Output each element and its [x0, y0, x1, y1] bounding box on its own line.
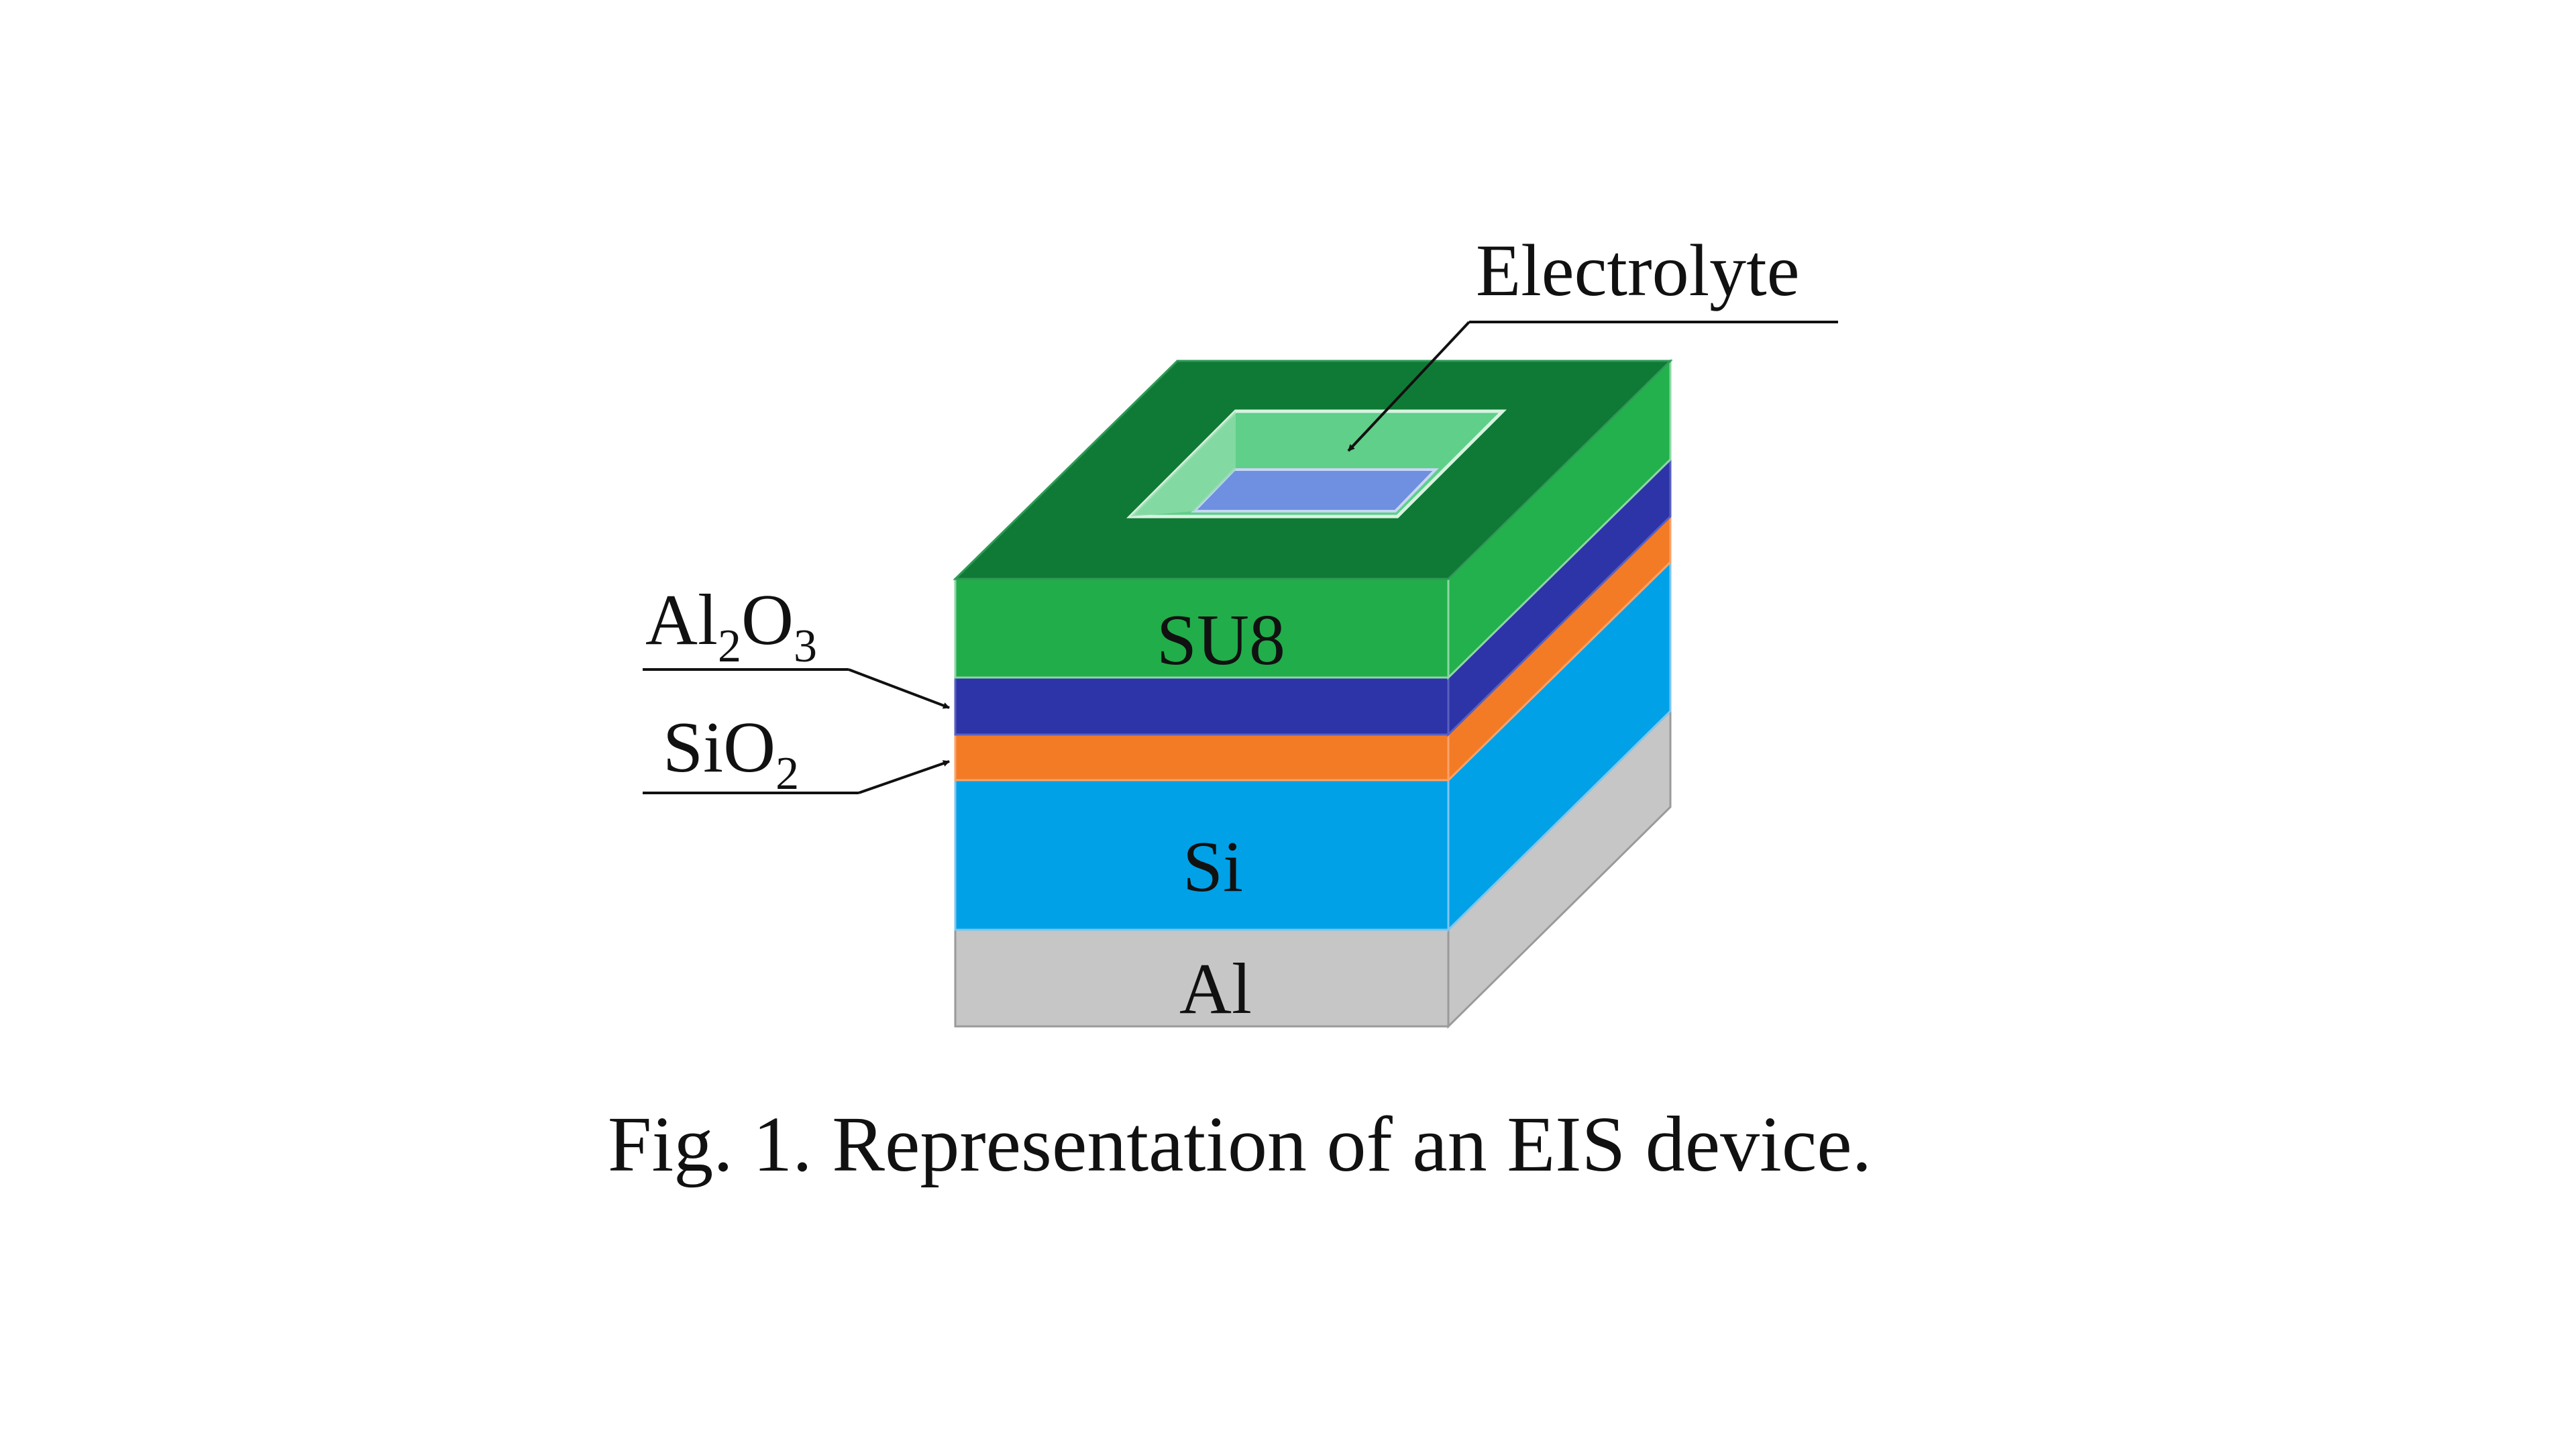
al2o3-subscript-2: 2: [718, 621, 741, 672]
layer-al2o3-front: [954, 676, 1450, 736]
layer-sio2-front: [954, 733, 1450, 782]
al2o3-part-al: Al: [645, 580, 718, 660]
label-electrolyte: Electrolyte: [1476, 229, 1800, 311]
figure-caption: Fig. 1. Representation of an EIS device.: [608, 1100, 1872, 1188]
label-sio2: SiO2: [663, 708, 799, 800]
al2o3-subscript-3: 3: [794, 621, 817, 672]
al2o3-leader-arrow: [848, 668, 950, 709]
layer-si-front: [954, 779, 1450, 931]
electrolyte-leader-arrow: [1347, 321, 1470, 452]
electrolyte-well-reflection: [1130, 411, 1236, 517]
sio2-leader-arrow: [858, 760, 950, 794]
label-al: Al: [1179, 949, 1252, 1029]
sio2-part-sio: SiO: [663, 708, 775, 788]
layer-al-front: [954, 928, 1450, 1028]
al2o3-part-o: O: [741, 580, 794, 660]
label-su8: SU8: [1157, 600, 1285, 680]
sio2-subscript-2: 2: [775, 748, 799, 800]
label-al2o3: Al2O3: [645, 580, 817, 672]
label-si: Si: [1183, 827, 1243, 907]
electrolyte-well-inner: [1191, 468, 1439, 513]
